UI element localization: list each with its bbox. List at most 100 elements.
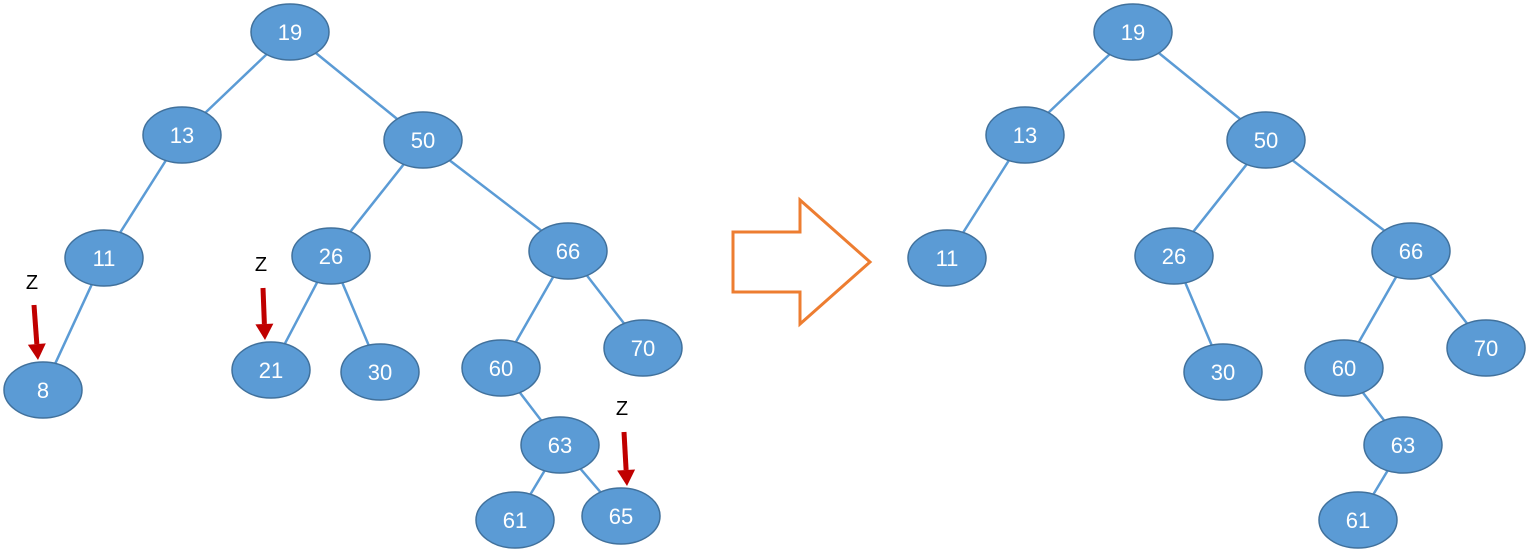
node-ellipse [1093,3,1173,61]
node-label: 63 [548,433,572,458]
tree-node-21: 21 [231,341,311,399]
node-ellipse [291,227,371,285]
node-label: 61 [1346,508,1370,533]
tree-node-61: 61 [1318,491,1398,549]
node-ellipse [907,229,987,287]
node-label: 11 [936,246,959,271]
tree-node-63: 63 [520,416,600,474]
tree-node-19: 19 [250,3,330,61]
node-label: 19 [1121,20,1145,45]
node-label: 30 [368,360,392,385]
node-label: 65 [609,504,633,529]
tree-node-50: 50 [1226,111,1306,169]
down-arrow-shaft [260,287,267,325]
down-arrow-head [617,469,636,486]
node-ellipse [250,3,330,61]
node-label: 30 [1211,360,1235,385]
node-ellipse [528,222,608,280]
edge-b63-b65 [579,468,602,493]
node-ellipse [1363,416,1443,474]
edge-b26-b21 [283,281,319,345]
node-ellipse [1183,343,1263,401]
z-marker-21: Z [255,254,274,340]
before-tree-edges [54,52,626,495]
transform-arrow [731,196,873,328]
node-label: 8 [37,378,49,403]
node-label: 21 [259,358,283,383]
edge-a19-a13 [1047,53,1111,114]
node-ellipse [985,106,1065,164]
node-ellipse [603,319,683,377]
node-label: 13 [170,123,194,148]
tree-node-13: 13 [142,106,222,164]
node-ellipse [64,229,144,287]
node-label: 13 [1013,123,1037,148]
edge-b19-b13 [204,53,268,114]
node-label: 50 [1254,128,1278,153]
z-marker-65: Z [616,398,636,486]
edge-a66-a60 [1357,276,1398,343]
node-ellipse [231,341,311,399]
edge-a50-a26 [1192,163,1248,233]
node-label: 66 [556,239,580,264]
node-label: 61 [503,508,527,533]
tree-node-8: 8 [3,361,83,419]
tree-node-61: 61 [475,491,555,549]
down-arrow-head [255,323,274,340]
tree-node-60: 60 [1304,339,1384,397]
node-label: 26 [1162,244,1186,269]
after-tree-edges [962,52,1469,495]
node-ellipse [1134,227,1214,285]
node-label: 60 [1332,356,1356,381]
edge-a50-a66 [1291,159,1386,232]
node-label: 60 [489,356,513,381]
edge-b50-b26 [349,163,405,233]
node-label: 50 [411,128,435,153]
edge-b13-b11 [119,159,167,234]
tree-node-50: 50 [383,111,463,169]
after-tree: 19 13 50 11 26 66 30 60 70 63 61 [907,3,1526,549]
node-ellipse [1304,339,1384,397]
node-ellipse [1318,491,1398,549]
z-label: Z [26,272,38,294]
edge-b50-b66 [448,159,543,232]
edge-a66-a70 [1428,274,1469,325]
deletion-markers: Z Z Z [26,254,636,486]
node-ellipse [581,487,661,545]
down-arrow-head [27,343,46,360]
edge-b63-b61 [529,470,546,495]
node-label: 66 [1399,239,1423,264]
edge-b19-b50 [315,52,398,120]
node-ellipse [520,416,600,474]
node-ellipse [142,106,222,164]
edge-b60-b63 [518,391,543,422]
tree-node-60: 60 [461,339,541,397]
tree-node-63: 63 [1363,416,1443,474]
edge-a19-a50 [1158,52,1241,120]
tree-node-65: 65 [581,487,661,545]
node-label: 26 [319,244,343,269]
edge-a26-a30 [1184,282,1213,346]
node-ellipse [3,361,83,419]
edge-b26-b30 [341,282,370,346]
node-label: 63 [1391,433,1415,458]
edge-b11-b8 [54,284,93,364]
tree-node-66: 66 [1371,222,1451,280]
edge-b66-b70 [585,274,626,325]
tree-node-26: 26 [1134,227,1214,285]
node-ellipse [1226,111,1306,169]
node-ellipse [1371,222,1451,280]
node-ellipse [461,339,541,397]
down-arrow-shaft [31,304,40,345]
tree-node-26: 26 [291,227,371,285]
tree-node-19: 19 [1093,3,1173,61]
node-label: 70 [631,336,655,361]
tree-node-66: 66 [528,222,608,280]
tree-node-70: 70 [603,319,683,377]
z-label: Z [255,254,267,276]
tree-node-30: 30 [1183,343,1263,401]
node-ellipse [340,343,420,401]
tree-node-70: 70 [1446,319,1526,377]
